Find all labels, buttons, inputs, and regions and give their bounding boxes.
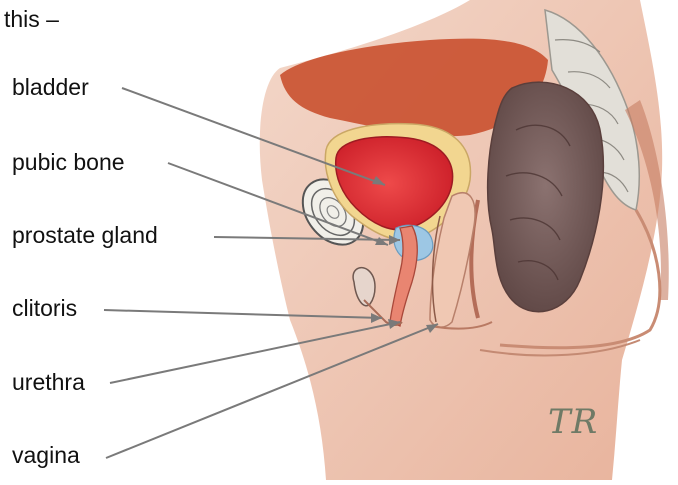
- label-pubic-bone: pubic bone: [12, 149, 125, 175]
- intro-text: this –: [4, 6, 59, 32]
- label-urethra: urethra: [12, 369, 85, 395]
- artist-signature: TR: [548, 402, 598, 442]
- label-prostate-gland: prostate gland: [12, 222, 158, 248]
- label-vagina: vagina: [12, 442, 80, 468]
- label-bladder: bladder: [12, 74, 89, 100]
- label-clitoris: clitoris: [12, 295, 77, 321]
